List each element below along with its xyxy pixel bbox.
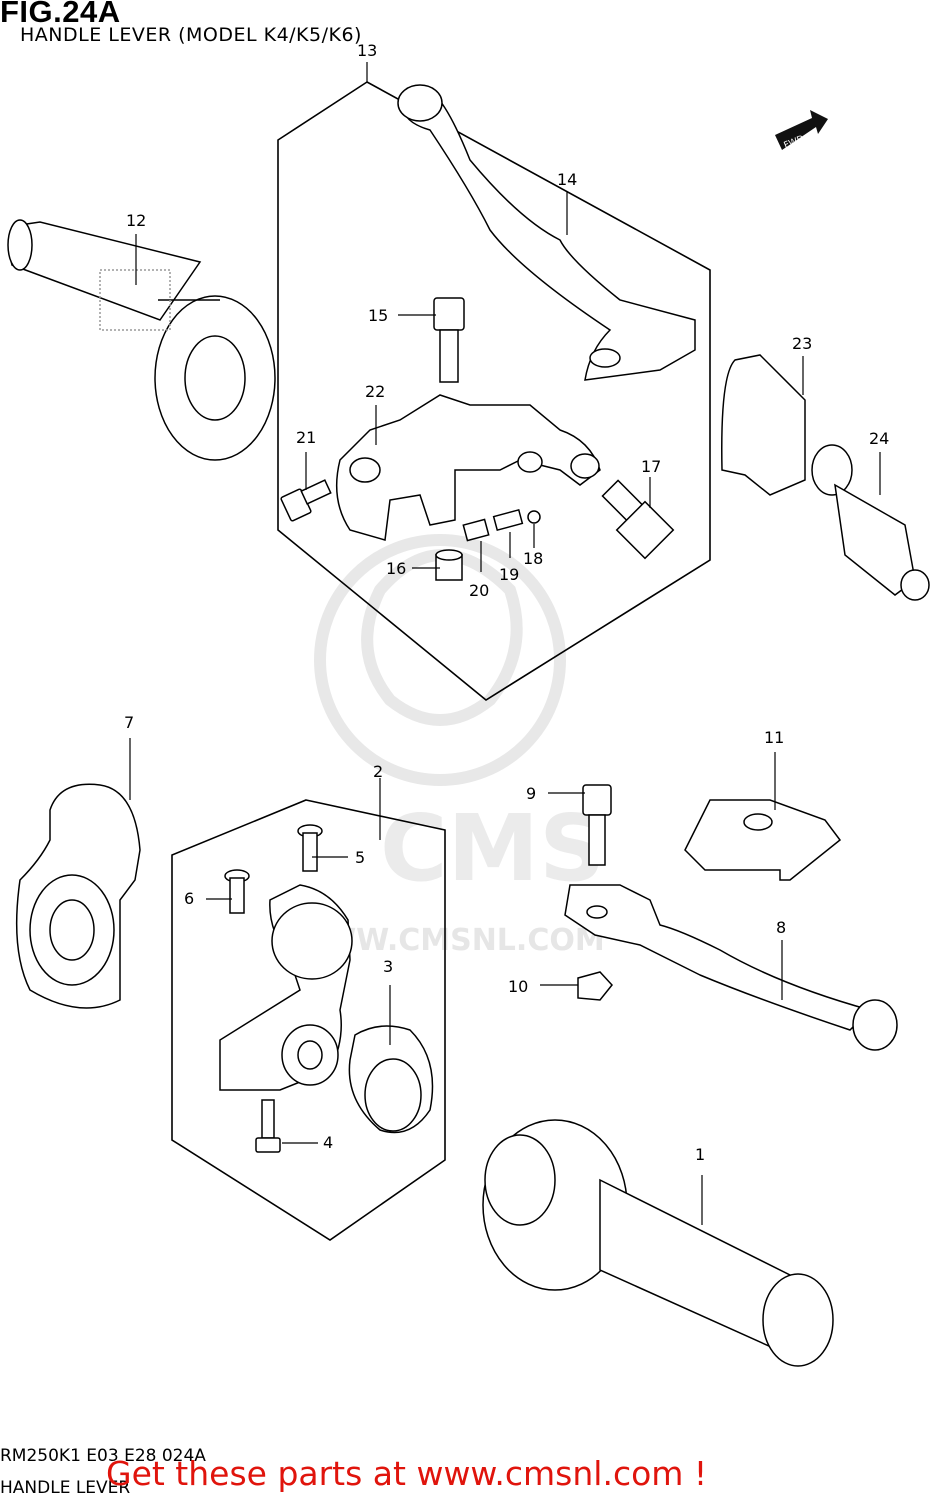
right-grip <box>482 1119 834 1367</box>
lever-bracket <box>219 884 353 1091</box>
holder-bolt <box>280 479 332 522</box>
bracket-bolt <box>255 1099 281 1153</box>
lever-bolt <box>433 297 465 383</box>
footer-diagram-code: RM250K1 E03 E28 024A <box>0 1446 206 1466</box>
callouts: 1 2 3 4 5 6 7 8 9 10 11 12 13 14 15 16 1… <box>124 41 889 1164</box>
forward-arrow-icon: FWD <box>775 110 828 151</box>
brake-lever-bolt <box>582 784 612 866</box>
callout-4: 4 <box>323 1133 333 1152</box>
leader-lines <box>129 62 881 1225</box>
callout-24: 24 <box>869 429 889 448</box>
bracket-cover <box>348 1025 434 1134</box>
callout-10: 10 <box>508 977 528 996</box>
callout-6: 6 <box>184 889 194 908</box>
switch-housing <box>15 783 141 1009</box>
callout-18: 18 <box>523 549 543 568</box>
callout-9: 9 <box>526 784 536 803</box>
callout-21: 21 <box>296 428 316 447</box>
brake-lever <box>564 884 898 1051</box>
lever-holder <box>335 394 601 541</box>
cable-adjuster <box>601 479 675 560</box>
left-grip <box>7 219 276 461</box>
callout-17: 17 <box>641 457 661 476</box>
callout-8: 8 <box>776 918 786 937</box>
callout-22: 22 <box>365 382 385 401</box>
callout-3: 3 <box>383 957 393 976</box>
callout-15: 15 <box>368 306 388 325</box>
promo-link[interactable]: Get these parts at www.cmsnl.com ! <box>106 1454 708 1493</box>
callout-2: 2 <box>373 762 383 781</box>
callout-19: 19 <box>499 565 519 584</box>
brake-lever-nut <box>577 971 613 1001</box>
callout-14: 14 <box>557 170 577 189</box>
footer-diagram-name: HANDLE LEVER <box>0 1478 131 1498</box>
callout-16: 16 <box>386 559 406 578</box>
upper-group-box <box>277 81 711 701</box>
callout-23: 23 <box>792 334 812 353</box>
brake-lever-cover <box>684 799 842 881</box>
throttle-cover <box>721 354 806 496</box>
figure-title: FIG.24A <box>0 0 121 29</box>
callout-1: 1 <box>695 1145 705 1164</box>
bracket-screws <box>224 824 323 914</box>
figure-subtitle: HANDLE LEVER (MODEL K4/K5/K6) <box>20 24 362 46</box>
callout-11: 11 <box>764 728 784 747</box>
throttle-pulley <box>811 444 930 601</box>
callout-12: 12 <box>126 211 146 230</box>
small-fittings <box>435 508 541 581</box>
clutch-lever <box>397 84 696 381</box>
callout-13: 13 <box>357 41 377 60</box>
callout-20: 20 <box>469 581 489 600</box>
callout-5: 5 <box>355 848 365 867</box>
lower-group-box <box>171 799 446 1241</box>
callout-7: 7 <box>124 713 134 732</box>
watermark: CMS WWW.CMSNL.COM <box>290 534 605 958</box>
watermark-logo-text: CMS <box>380 795 605 902</box>
